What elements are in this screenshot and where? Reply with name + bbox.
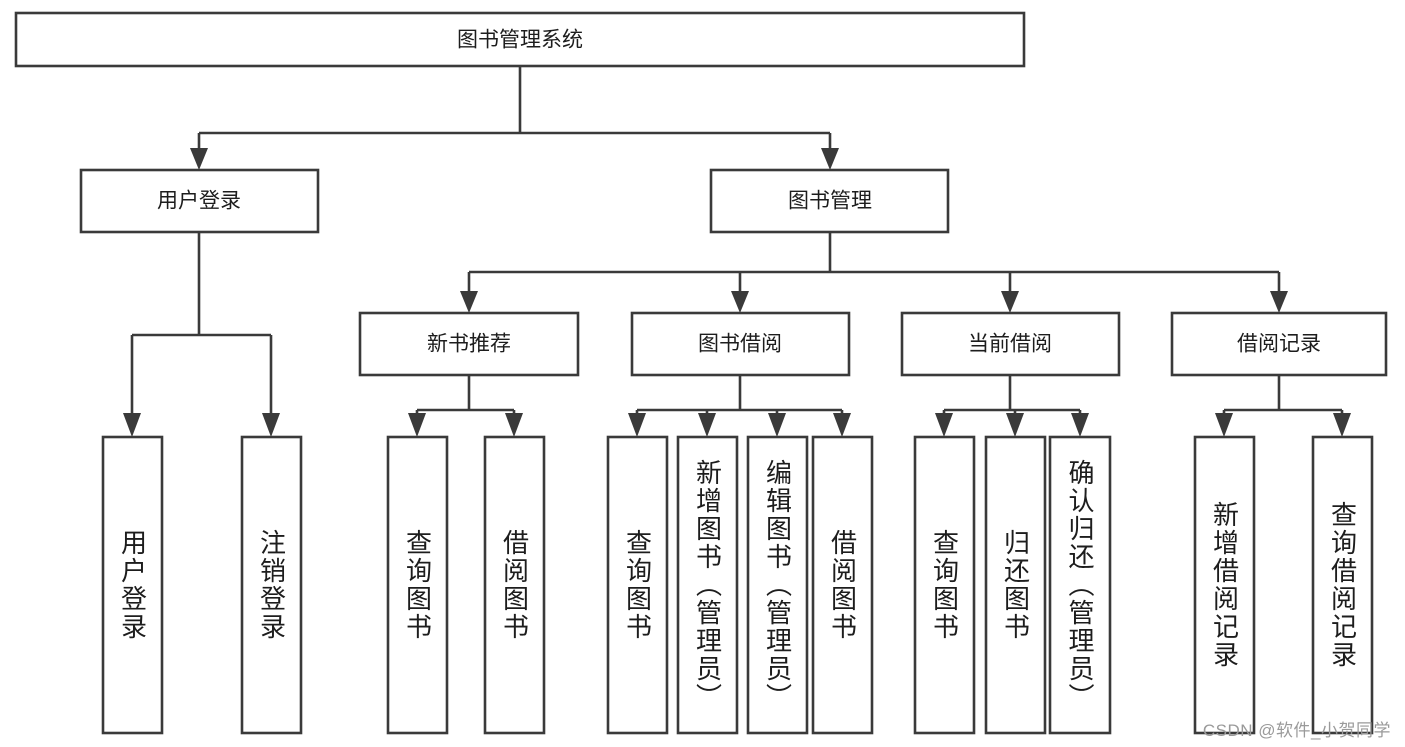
connector-group-new-book: [408, 375, 523, 437]
leaf-box-borrow-record-2[interactable]: [1311, 435, 1374, 735]
leaf-box-user-login-2[interactable]: [240, 435, 303, 735]
arrow-cb-leaf1: [935, 413, 953, 437]
leaf-box-book-borrow-3[interactable]: [746, 435, 809, 735]
connector-group-book-borrow: [628, 375, 851, 437]
leaf-box-book-borrow-1[interactable]: [606, 435, 669, 735]
connector-group-book-mgmt: [460, 232, 1288, 313]
arrow-to-borrow: [731, 291, 749, 313]
arrow-bb-leaf3: [768, 413, 786, 437]
node-root-label: 图书管理系统: [457, 29, 583, 52]
node-book-borrow-label: 图书借阅: [698, 333, 782, 356]
arrow-br-leaf2: [1333, 413, 1351, 437]
node-borrow-record-label: 借阅记录: [1237, 333, 1321, 356]
arrow-to-new-book: [460, 291, 478, 313]
node-current-borrow[interactable]: [900, 311, 1121, 377]
leaf-box-new-book-2[interactable]: [483, 435, 546, 735]
watermark: CSDN @软件_小贺同学: [1202, 721, 1391, 740]
arrow-ul-leaf1: [123, 413, 141, 437]
leaf-box-current-borrow-1[interactable]: [913, 435, 976, 735]
node-book-management-label: 图书管理: [788, 190, 872, 213]
arrow-bb-leaf1: [628, 413, 646, 437]
arrow-to-current: [1001, 291, 1019, 313]
node-borrow-record[interactable]: [1170, 311, 1388, 377]
arrow-to-book-mgmt: [821, 148, 839, 170]
arrow-bb-leaf2: [698, 413, 716, 437]
leaf-box-borrow-record-1[interactable]: [1193, 435, 1256, 735]
arrow-bb-leaf4: [833, 413, 851, 437]
node-current-borrow-label: 当前借阅: [968, 333, 1052, 356]
node-new-book-recommend-label: 新书推荐: [427, 333, 511, 356]
leaf-box-user-login-1[interactable]: [101, 435, 164, 735]
arrow-nb-leaf1: [408, 413, 426, 437]
leaf-box-new-book-1[interactable]: [386, 435, 449, 735]
arrow-to-user-login: [190, 148, 208, 170]
arrow-to-record: [1270, 291, 1288, 313]
node-user-login[interactable]: [79, 168, 320, 234]
node-root[interactable]: [14, 11, 1026, 68]
leaf-box-current-borrow-3[interactable]: [1048, 435, 1112, 735]
connector-group-user-login: [123, 232, 280, 437]
connector-group-borrow-record: [1215, 375, 1351, 437]
node-book-borrow[interactable]: [630, 311, 851, 377]
leaf-box-book-borrow-4[interactable]: [811, 435, 874, 735]
arrow-cb-leaf3: [1071, 413, 1089, 437]
node-new-book-recommend[interactable]: [358, 311, 580, 377]
arrow-ul-leaf2: [262, 413, 280, 437]
connector-group-root: [190, 66, 839, 170]
node-book-management[interactable]: [709, 168, 950, 234]
leaf-box-current-borrow-2[interactable]: [984, 435, 1047, 735]
arrow-cb-leaf2: [1006, 413, 1024, 437]
node-user-login-label: 用户登录: [157, 190, 241, 213]
leaf-box-book-borrow-2[interactable]: [676, 435, 739, 735]
arrow-br-leaf1: [1215, 413, 1233, 437]
connector-group-current-borrow: [935, 375, 1089, 437]
arrow-nb-leaf2: [505, 413, 523, 437]
